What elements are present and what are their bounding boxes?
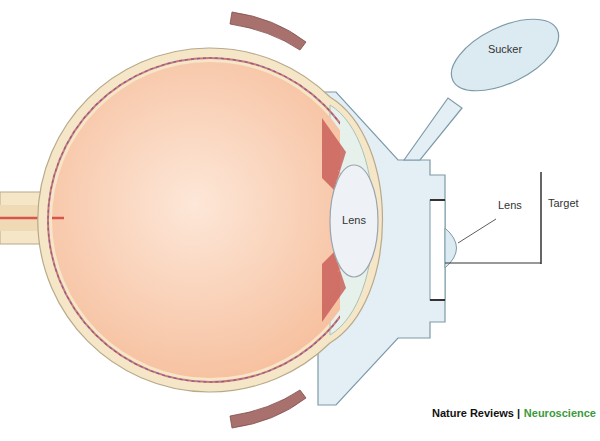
eyelid <box>230 12 306 50</box>
leader-line <box>458 219 496 243</box>
window <box>430 200 445 300</box>
part-label: Target <box>548 197 579 210</box>
target <box>540 172 542 264</box>
eyelid <box>230 390 306 428</box>
eye-lens <box>330 165 378 277</box>
part-label: Lens <box>342 214 366 227</box>
watermark: Nature Reviews | <box>432 407 520 420</box>
sucker-tube <box>404 98 462 160</box>
part-label: Lens <box>498 199 522 212</box>
watermark: Neuroscience <box>524 407 596 420</box>
part-label: Sucker <box>488 43 522 56</box>
vitreous <box>52 62 340 378</box>
sucker-bulb <box>441 4 570 105</box>
apparatus-lens <box>445 228 457 268</box>
target-arm <box>445 263 541 264</box>
sclera <box>38 48 383 392</box>
